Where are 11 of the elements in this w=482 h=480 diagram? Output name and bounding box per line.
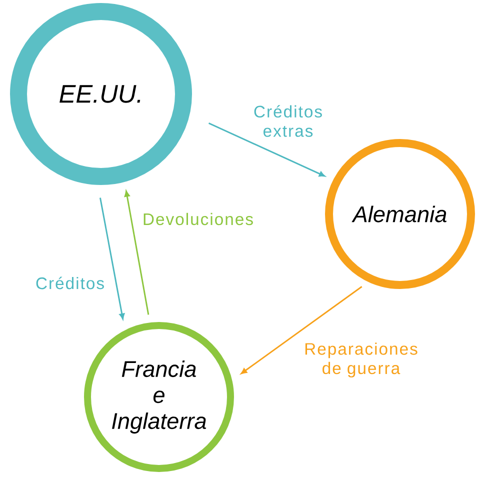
arrow (124, 190, 150, 315)
circle-node: Alemania (325, 139, 475, 289)
circle-node: Francia e Inglaterra (84, 322, 234, 472)
edge-label: Reparaciones de guerra (305, 342, 418, 378)
edge-label: Créditos (36, 276, 104, 290)
edge-label: Devoluciones (144, 212, 253, 226)
arrow (240, 286, 362, 374)
arrow (100, 198, 125, 320)
edge-label: Créditos extras (254, 105, 322, 137)
arrow (208, 122, 326, 177)
circle-node: EE.UU. (10, 3, 192, 185)
